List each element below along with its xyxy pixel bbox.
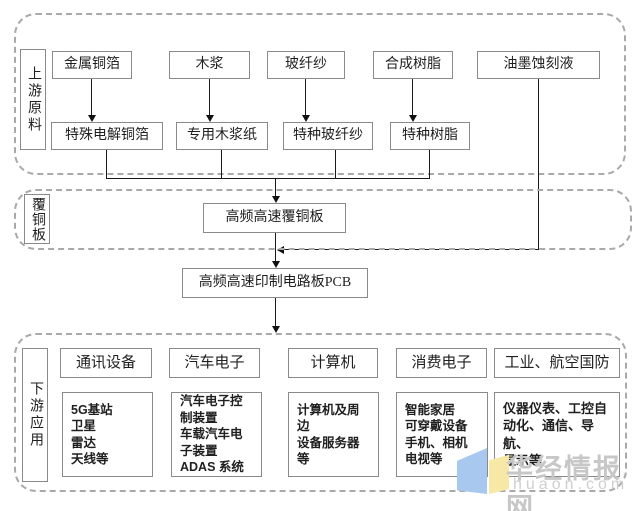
ccl-region <box>14 189 632 250</box>
downstream-items-computer: 计算机及周 边 设备服务器 等 <box>288 392 379 477</box>
downstream-items-communication: 5G基站 卫星 雷达 天线等 <box>62 392 153 477</box>
node-special-glass-fiber-yarn: 特种玻纤纱 <box>283 122 373 150</box>
connector-line <box>106 150 107 178</box>
connector-line <box>275 178 276 197</box>
downstream-items-industrial-aerospace: 仪器仪表、工控自 动化、通信、导航、 显示等 <box>494 392 620 477</box>
downstream-items-automotive: 汽车电子控 制装置 车载汽车电 子装置 ADAS 系统 <box>171 392 262 477</box>
connector-line <box>221 150 222 178</box>
arrowhead <box>271 261 280 268</box>
node-synthetic-resin: 合成树脂 <box>373 51 453 79</box>
ccl-region-label: 覆铜板 <box>24 194 50 244</box>
downstream-header-communication: 通讯设备 <box>60 348 152 378</box>
downstream-header-consumer: 消费电子 <box>396 348 487 378</box>
downstream-header-industrial-aerospace: 工业、航空国防 <box>494 348 620 378</box>
upstream-region <box>14 13 626 175</box>
watermark-site-url: huaon.com <box>513 476 629 493</box>
arrowhead <box>271 326 280 333</box>
bus-line <box>106 178 430 179</box>
arrowhead <box>301 115 310 122</box>
watermark-site-name: 华经情报网 <box>506 454 622 511</box>
node-special-wood-pulp-paper: 专用木浆纸 <box>176 122 268 150</box>
node-hf-hs-pcb: 高频高速印制电路板PCB <box>182 268 368 298</box>
connector-line <box>412 79 413 116</box>
upstream-region-label: 上游原料 <box>20 49 46 150</box>
node-special-resin: 特种树脂 <box>390 122 470 150</box>
downstream-header-automotive: 汽车电子 <box>169 348 260 378</box>
connector-line <box>429 150 430 178</box>
node-glass-fiber-yarn: 玻纤纱 <box>267 51 345 79</box>
arrowhead <box>408 115 417 122</box>
arrowhead <box>271 196 280 203</box>
downstream-region-label: 下游应用 <box>22 348 48 482</box>
downstream-header-computer: 计算机 <box>288 348 378 378</box>
node-metal-copper-foil: 金属铜箔 <box>52 51 132 79</box>
downstream-region <box>14 333 627 492</box>
connector-line <box>91 79 92 116</box>
arrowhead <box>205 115 214 122</box>
connector-line <box>335 150 336 178</box>
arrowhead <box>87 115 96 122</box>
connector-line <box>275 233 276 262</box>
node-special-electrolytic-copper-foil: 特殊电解铜箔 <box>51 122 163 150</box>
connector-line <box>305 79 306 116</box>
connector-line <box>209 79 210 116</box>
ink-feed-line-vertical <box>538 79 539 249</box>
connector-line <box>275 298 276 327</box>
node-hf-hs-ccl: 高频高速覆铜板 <box>203 203 346 233</box>
node-wood-pulp: 木浆 <box>169 51 250 79</box>
node-ink-etchant: 油墨蚀刻液 <box>477 51 600 79</box>
huaon-logo-icon <box>489 454 509 494</box>
